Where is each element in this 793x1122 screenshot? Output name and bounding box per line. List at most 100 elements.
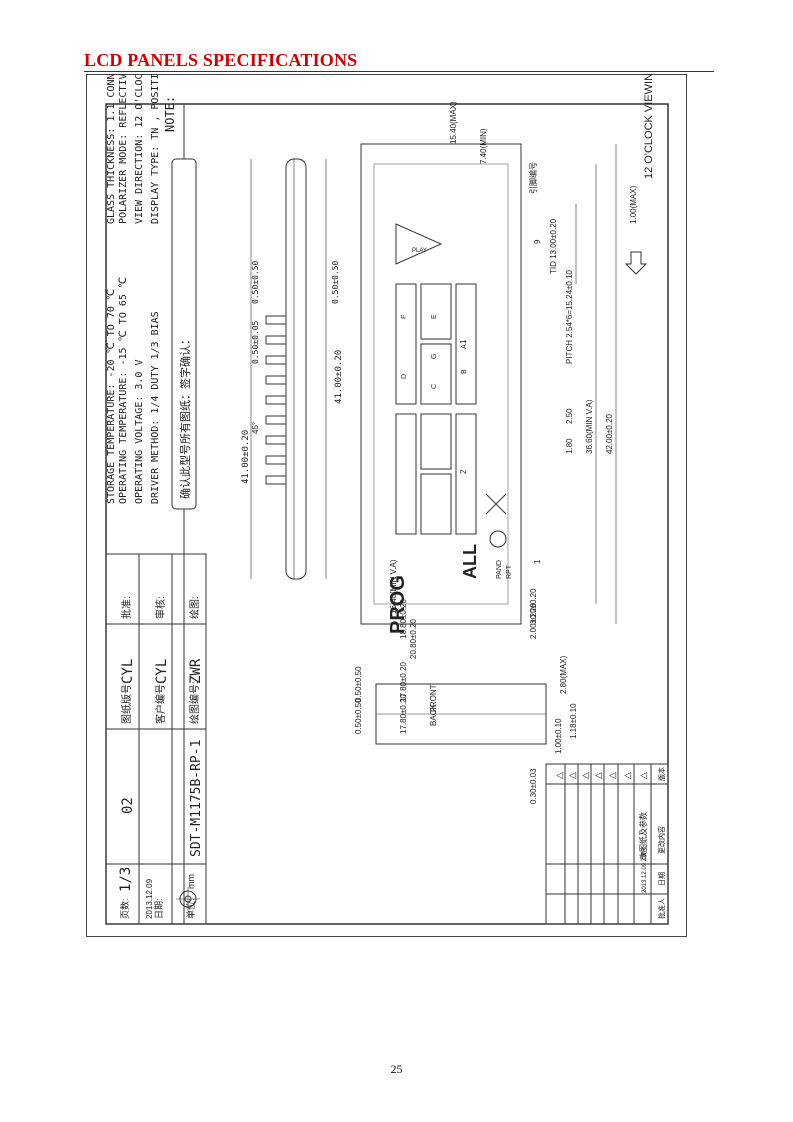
seg-letter-d: D: [401, 374, 408, 379]
note-polarizer-mode: POLARIZER MODE: REFLECTIVE: [118, 74, 129, 224]
top-dims: 42.00±0.20 36.60(MIN V.A) PITCH 2.54*6=1…: [449, 1, 655, 624]
side-dim-41-left: 41.00±0.20: [241, 430, 251, 484]
front-label: FRONT: [429, 684, 438, 712]
seg-digit-2: 2: [459, 469, 468, 474]
rev-r1-change: 改图纸及参数: [638, 812, 648, 860]
lcd-drawing: NOTE: DISPLAY TYPE: TN , POSITIVE VIEW D…: [86, 1, 687, 937]
tb-checked: CYL: [154, 659, 170, 684]
tb-sheet-rev: 02: [120, 797, 136, 814]
shuffle-icon: [485, 493, 507, 515]
dim-180: 1.80: [565, 438, 574, 454]
digit-one: [395, 283, 477, 405]
seg-pand: PAND: [496, 560, 503, 579]
seg-letter-a: A: [461, 344, 468, 349]
technical-drawing-sheet: NOTE: DISPLAY TYPE: TN , POSITIVE VIEW D…: [86, 1, 714, 942]
tb-date: 2013.12.09: [145, 878, 154, 919]
dim-total-42: 42.00±0.20: [605, 413, 614, 454]
note-display-type: DISPLAY TYPE: TN , POSITIVE: [150, 74, 161, 224]
bottom-dims: 16.40(MIN V.A) 18.80±0.20 20.80±0.20 3.2…: [389, 559, 538, 659]
confirm-box: [171, 158, 197, 510]
tb-sheet-label: 图纸版号:: [120, 681, 133, 724]
note-driver-method: DRIVER METHOD: 1/4 DUTY 1/3 BIAS: [150, 311, 161, 504]
title-block: 绘图: ZWR 审核: CYL 批准: CYL 绘图编号: SDT-M1175B…: [105, 553, 207, 925]
note-storage-temperature: STORAGE TEMPERATURE: -20 ℃ TO 70 ℃: [106, 289, 117, 504]
rotated-content: NOTE: DISPLAY TYPE: TN , POSITIVE VIEW D…: [105, 1, 669, 925]
drawing-frame: [105, 103, 669, 925]
note-block: NOTE: DISPLAY TYPE: TN , POSITIVE VIEW D…: [106, 13, 197, 924]
dim-pin-label: 引脚编号: [528, 162, 538, 194]
note-operating-temperature: OPERATING TEMPERATURE: -15 ℃ TO 65 ℃: [118, 277, 129, 504]
rev-symbol-1: △: [638, 772, 648, 779]
dim-va-164: 16.40(MIN V.A): [389, 559, 398, 614]
back-050: 0.50±0.50: [354, 698, 363, 734]
viewing-direction: 12 O'CLOCK VIEWING DIRECTION: [643, 74, 655, 179]
tb-checked-label: 审核:: [154, 596, 167, 619]
rev-symbol-5: △: [580, 772, 590, 779]
tb-unit: mm: [186, 874, 196, 889]
header-rule: [84, 71, 714, 72]
digit-two: [395, 413, 477, 535]
dim-h-188: 18.80±0.20: [399, 598, 408, 639]
dim-250: 2.50: [565, 408, 574, 424]
rev-h3: 批准人: [657, 898, 666, 919]
side-dim-050-b: 0.50±0.50: [331, 260, 340, 304]
repeat-icon: [489, 530, 507, 548]
back-label: BACK: [429, 704, 438, 726]
rev-symbol-2: △: [622, 772, 632, 779]
dim-100: 1.00±0.10: [554, 718, 563, 754]
dim-h-208: 20.80±0.20: [409, 618, 418, 659]
view-arrow-icon: [624, 251, 648, 275]
seg-digit-1: 1: [459, 339, 468, 344]
side-angle: 45°: [251, 422, 260, 434]
rev-r1-date: 2013.12.09 ZWR: [642, 847, 648, 893]
dim-030: 0.30±0.03: [529, 768, 538, 804]
rev-h0: 版本: [657, 767, 666, 781]
side-dim-050-c: 0.50±0.05: [251, 320, 260, 364]
tb-customer-no-label: 客户编号:: [154, 681, 167, 724]
side-dim-050-a: 0.50±0.50: [251, 260, 260, 304]
seg-letter-f: F: [401, 315, 408, 319]
tb-drawn-by: ZWR: [188, 658, 204, 684]
dim-280: 2.80(MAX): [559, 655, 568, 694]
rev-symbol-7: △: [554, 772, 564, 779]
rev-h1: 更改内容: [657, 826, 666, 854]
seg-play: PLAY: [412, 248, 427, 254]
rev-symbol-4: △: [593, 772, 603, 779]
note-title: NOTE:: [163, 96, 177, 132]
dim-200: 2.00±0.20: [529, 603, 538, 639]
tb-drawing-no: SDT-M1175B-RP-1: [189, 740, 204, 857]
dim-118: 1.18±0.10: [569, 703, 578, 739]
revision-table: 版本 更改内容 日期 批准人 改图纸及参数 2013.12.09 ZWR △ △…: [545, 763, 669, 925]
tb-page: 1/3: [118, 867, 134, 892]
page-number: 25: [390, 1062, 403, 1076]
seg-all: ALL: [460, 544, 480, 579]
tb-approved: CYL: [120, 659, 136, 684]
note-glass-connector: GLASS THICKNESS: 1.1 CONNECTOR: PIN: [106, 74, 117, 224]
side-view: 41.00±0.20 41.00±0.20 0.50±0.50 0.50±0.5…: [241, 158, 344, 580]
front-050: 0.50±0.50: [354, 666, 363, 702]
seg-letter-c: C: [431, 384, 438, 389]
front-dim: 17.80±0.20: [399, 661, 408, 702]
dim-w-154: 15.40(MAX): [449, 101, 458, 144]
pin-first: 9: [533, 239, 542, 244]
note-view-direction: VIEW DIRECTION: 12 O'CLOCK: [134, 74, 145, 224]
dim-320: 3.20±0.20: [529, 588, 538, 624]
dim-max-1: 1.00(MAX): [629, 185, 638, 224]
dim-tid: TID 13.00±0.20: [549, 218, 558, 274]
tb-approved-label: 批准:: [120, 596, 133, 619]
sheet-border: [86, 74, 687, 937]
seg-rpt: RPT: [506, 564, 513, 579]
rev-symbol-6: △: [567, 772, 577, 779]
side-dim-41-right: 41.00±0.20: [334, 350, 344, 404]
rev-symbol-3: △: [607, 772, 617, 779]
seg-letter-g: G: [431, 354, 438, 359]
back-dim: 17.80±0.20: [399, 693, 408, 734]
play-triangle-icon: [395, 223, 443, 265]
page-header-title: LCD PANELS SPECIFICATIONS: [84, 50, 358, 70]
rev-h2: 日期: [658, 872, 666, 886]
seg-letter-e: E: [431, 314, 438, 319]
pin-last: 1: [533, 559, 542, 564]
seg-letter-b: B: [461, 369, 468, 374]
tb-unit-label: 单位:: [185, 898, 196, 919]
dim-w-74: 7.40(MIN): [479, 128, 488, 164]
